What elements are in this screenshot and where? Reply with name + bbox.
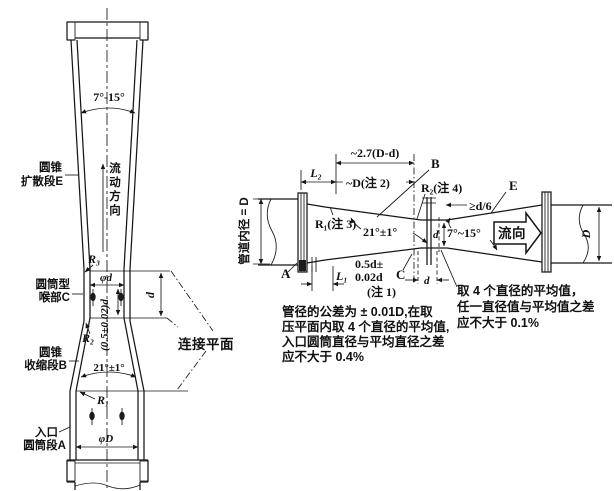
inlet-tap-notch bbox=[311, 257, 317, 272]
throat-note-line: 取 4 个直径的平均值， bbox=[457, 283, 583, 298]
a-label: A bbox=[281, 266, 291, 281]
leader-a bbox=[58, 426, 71, 433]
flow-direction-vertical: 流 动 方 向 bbox=[100, 161, 121, 252]
r1-note-leader bbox=[329, 206, 334, 216]
d-throat-label: d bbox=[433, 229, 439, 241]
d-dim-side-label: d bbox=[143, 291, 157, 298]
l1-label: L₁ bbox=[335, 269, 348, 283]
r2-label: R₂ bbox=[81, 331, 94, 345]
left-flange bbox=[297, 192, 308, 273]
flow-label: 流向 bbox=[498, 225, 526, 241]
tap-pos-label-2: 0.02d bbox=[355, 270, 383, 284]
e-label: E bbox=[509, 178, 518, 193]
tap-tube-cap bbox=[422, 197, 436, 204]
throat-note-leader bbox=[440, 249, 458, 288]
inlet-cylinder-walls bbox=[69, 391, 145, 460]
section-e-label-1: 圆锥 bbox=[39, 160, 62, 174]
section-a-label-2: 圆筒段A bbox=[23, 438, 66, 452]
b-leader bbox=[376, 169, 430, 218]
angle-arc bbox=[80, 107, 136, 114]
flow-direction-arrow bbox=[493, 210, 542, 256]
upstream-pipe bbox=[258, 198, 298, 266]
upstream-pipe-break bbox=[266, 198, 277, 266]
top-flange bbox=[66, 21, 149, 41]
inlet-taps bbox=[89, 408, 125, 425]
d-len-label: d bbox=[424, 275, 430, 287]
phi-d-label: φd bbox=[100, 272, 112, 284]
l1-ticks bbox=[311, 266, 334, 291]
l2-label: L₂ bbox=[309, 166, 322, 180]
downstream-pipe-break bbox=[578, 204, 589, 264]
bottom-flange bbox=[66, 459, 149, 483]
junction-lines bbox=[90, 270, 170, 319]
angle21-arrow-right bbox=[412, 232, 428, 244]
flow-char: 方 bbox=[109, 189, 121, 203]
pipe-id-label: 管道内径 = D bbox=[237, 197, 251, 264]
r1-label: R₁ bbox=[96, 393, 109, 407]
angle715-arrow-left bbox=[445, 217, 452, 229]
inlet-note-line: 管径的公差为 ± 0.01D,在取 bbox=[282, 304, 433, 319]
connection-plane-label: 连接平面 bbox=[178, 336, 234, 352]
section-e-label-2: 扩散段E bbox=[21, 174, 63, 188]
downstream-pipe bbox=[551, 204, 612, 264]
r1-note-label: R₁(注 3) bbox=[315, 216, 356, 231]
note1-label: (注 1) bbox=[367, 284, 396, 299]
ge-d6-label: ≥d/6 bbox=[469, 199, 492, 213]
dimD-label: ~D(注 2) bbox=[346, 175, 390, 190]
flow-char: 动 bbox=[109, 175, 121, 189]
angle21-label: 21°±1° bbox=[363, 225, 397, 239]
d-right-label: D bbox=[579, 229, 593, 239]
section-c-label-2: 喉部C bbox=[39, 290, 70, 304]
angle715-arrow-right bbox=[489, 239, 498, 251]
angle-convergent-label: 21°±1° bbox=[93, 362, 124, 374]
flow-char: 向 bbox=[109, 203, 121, 217]
diffuser-walls bbox=[70, 39, 144, 270]
b-label: B bbox=[431, 156, 440, 171]
c-leader bbox=[402, 253, 413, 271]
angle-conv-arc bbox=[80, 371, 137, 378]
r2-note-label: R₂(注 4) bbox=[421, 180, 462, 195]
flange-hatch bbox=[66, 21, 76, 41]
body-bottom-wall bbox=[306, 247, 543, 264]
angle21-arrow-left bbox=[350, 217, 362, 230]
section-b-label-2: 收缩段B bbox=[24, 358, 67, 372]
e-leader bbox=[490, 191, 507, 214]
throat-note-paragraph: 取 4 个直径的平均值， 任一直径值与平均值之差 应不大于 0.1% bbox=[456, 283, 595, 330]
tap-tube bbox=[426, 197, 432, 265]
right-flange bbox=[541, 191, 552, 273]
throat-walls bbox=[83, 269, 131, 321]
flange-hatch bbox=[139, 21, 149, 41]
flow-char: 流 bbox=[109, 161, 121, 175]
inlet-note-line: 应不大于 0.4% bbox=[282, 349, 364, 364]
phi-D-label: φD bbox=[99, 433, 113, 445]
right-venturi-diagram: 管道内径 = D ~2.7(D-d) L₂ ~D(注 2) B R₂(注 4) bbox=[237, 146, 612, 364]
tap-pos-label-1: 0.5d± bbox=[355, 257, 384, 271]
r1-leader bbox=[79, 391, 96, 400]
c-label: C bbox=[396, 267, 405, 282]
section-a-label-1: 入口 bbox=[35, 426, 58, 439]
dim-27-label: ~2.7(D-d) bbox=[351, 146, 400, 160]
r3-leader bbox=[84, 264, 94, 273]
throat-length-label: (0.5±0.02)d bbox=[99, 299, 111, 351]
convergent-walls bbox=[69, 317, 145, 392]
inlet-note-line: 压平面内取 4 个直径的平均值, bbox=[282, 319, 449, 334]
angle-diffuser-label: 7°-15° bbox=[93, 90, 125, 104]
section-b-label-1: 圆锥 bbox=[39, 345, 62, 359]
left-venturi-diagram: 7°-15° 圆锥 扩散段E 流 动 方 向 R₃ 圆筒型 喉部C φd bbox=[21, 8, 234, 491]
inlet-note-line: 入口圆筒直径与平均直径之差 bbox=[282, 334, 445, 349]
throat-note-line: 应不大于 0.1% bbox=[457, 315, 539, 330]
connection-plane-leaders bbox=[166, 270, 214, 391]
body-top-wall bbox=[306, 203, 543, 221]
throat-note-line: 任一直径值与平均值之差 bbox=[456, 299, 595, 314]
bottom-stub-break bbox=[74, 482, 141, 490]
section-c-label-1: 圆筒型 bbox=[36, 277, 71, 291]
a-leader bbox=[287, 262, 298, 273]
inlet-note-paragraph: 管径的公差为 ± 0.01D,在取 压平面内取 4 个直径的平均值, 入口圆筒直… bbox=[282, 304, 449, 364]
angle715-label: 7°~15° bbox=[447, 226, 481, 240]
r3-label: R₃ bbox=[87, 252, 100, 266]
